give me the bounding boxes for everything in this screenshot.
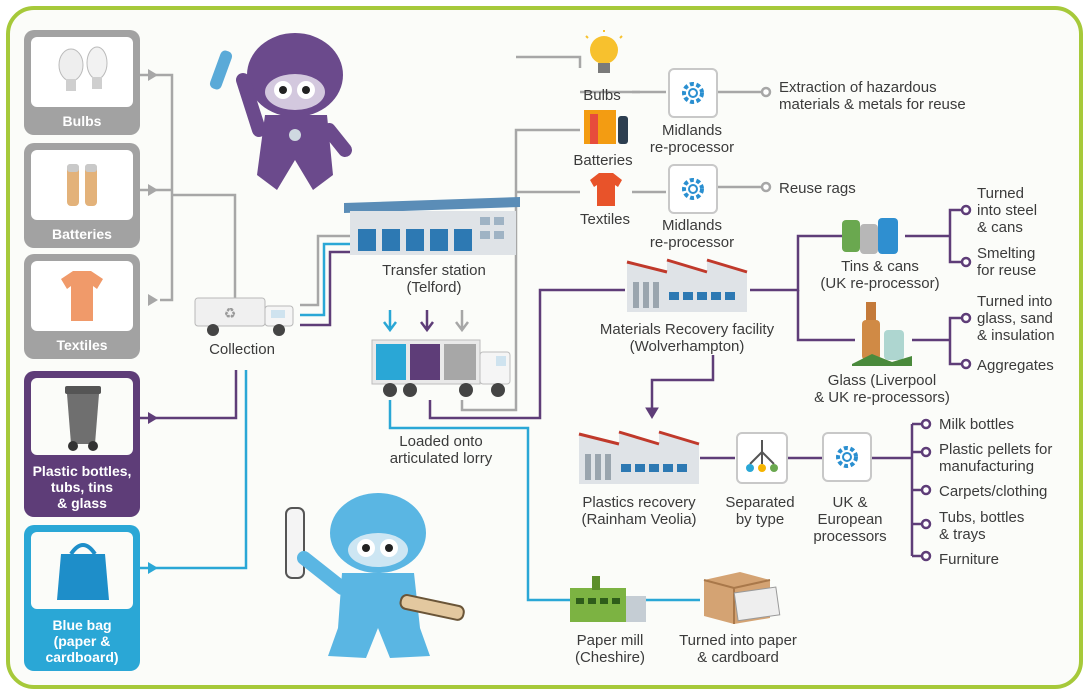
bulb-icon-hazardous <box>584 30 624 89</box>
collection-label: Collection <box>209 341 275 358</box>
factory-icon <box>577 424 702 491</box>
textiles-outcome-label: Reuse rags <box>779 180 856 197</box>
bulb-icon <box>31 37 133 107</box>
textiles-processor-label: Midlands re-processor <box>649 217 735 251</box>
gear-icon <box>668 164 718 214</box>
batteries-source-card: Batteries <box>24 143 140 248</box>
tins-label: Tins & cans (UK re-processor) <box>820 258 940 292</box>
paper-mill-label: Paper mill (Cheshire) <box>574 632 646 666</box>
battery-icon <box>31 150 133 220</box>
batteries-source-label: Batteries <box>52 226 112 242</box>
bulbs-source-label: Bulbs <box>62 113 102 129</box>
sort-icon <box>736 432 788 484</box>
glass-bottles-icon <box>852 302 914 373</box>
hazardous-processor-label: Midlands re-processor <box>649 122 735 156</box>
glass-label: Glass (Liverpool & UK re-processors) <box>814 372 950 406</box>
textiles-source-card: Textiles <box>24 254 140 359</box>
tin-cans-icon <box>840 214 902 261</box>
transfer-station-label: Transfer station (Telford) <box>382 262 486 296</box>
separated-label: Separated by type <box>725 494 795 528</box>
plastics-outcome-4: Tubs, bottles & trays <box>939 509 1025 543</box>
warehouse-icon <box>344 193 520 262</box>
paper-mill-icon <box>568 574 648 629</box>
bluebag-source-card: Blue bag (paper & cardboard) <box>24 525 140 671</box>
textiles-route-label: Textiles <box>579 211 631 228</box>
tins-outcome-2: Smelting for reuse <box>977 245 1037 279</box>
plastics-recovery-label: Plastics recovery (Rainham Veolia) <box>581 494 697 528</box>
glass-outcome-2: Aggregates <box>977 357 1054 374</box>
glass-outcome-1: Turned into glass, sand & insulation <box>977 293 1055 344</box>
tins-outcome-1: Turned into steel & cans <box>977 185 1038 236</box>
blue-bag-icon <box>31 532 133 609</box>
processors-label: UK & European processors <box>813 494 887 545</box>
tshirt-icon <box>31 261 133 331</box>
paper-outcome-label: Turned into paper & cardboard <box>679 632 797 666</box>
wheelie-bin-icon <box>31 378 133 455</box>
mrf-label: Materials Recovery facility (Wolverhampt… <box>599 321 775 355</box>
lorry-label: Loaded onto articulated lorry <box>389 433 493 467</box>
plastic-source-label: Plastic bottles, tubs, tins & glass <box>32 463 132 511</box>
bulbs-source-card: Bulbs <box>24 30 140 135</box>
bluebag-source-label: Blue bag (paper & cardboard) <box>45 617 119 665</box>
gear-icon <box>668 68 718 118</box>
plastics-outcome-5: Furniture <box>939 551 1000 568</box>
hazardous-batteries-label: Batteries <box>573 152 633 169</box>
factory-icon <box>625 252 750 319</box>
battery-icon-hazardous <box>582 106 632 153</box>
plastic-source-card: Plastic bottles, tubs, tins & glass <box>24 371 140 517</box>
articulated-lorry-icon <box>370 306 520 407</box>
plastics-outcome-2: Plastic pellets for manufacturing <box>939 441 1053 475</box>
tshirt-icon-textiles <box>586 170 626 213</box>
plastics-outcome-3: Carpets/clothing <box>939 483 1048 500</box>
hazardous-bulbs-label: Bulbs <box>583 87 621 104</box>
svg-text:♻: ♻ <box>224 306 237 322</box>
plastics-outcome-1: Milk bottles <box>939 416 1015 433</box>
gear-icon <box>822 432 872 482</box>
ninja-mascot-blue <box>280 488 470 673</box>
cardboard-box-icon <box>700 562 784 631</box>
collection-truck-icon: ♻ <box>183 292 303 343</box>
textiles-source-label: Textiles <box>56 337 108 353</box>
ninja-mascot-purple <box>205 20 365 200</box>
hazardous-outcome-label: Extraction of hazardous materials & meta… <box>779 79 966 113</box>
